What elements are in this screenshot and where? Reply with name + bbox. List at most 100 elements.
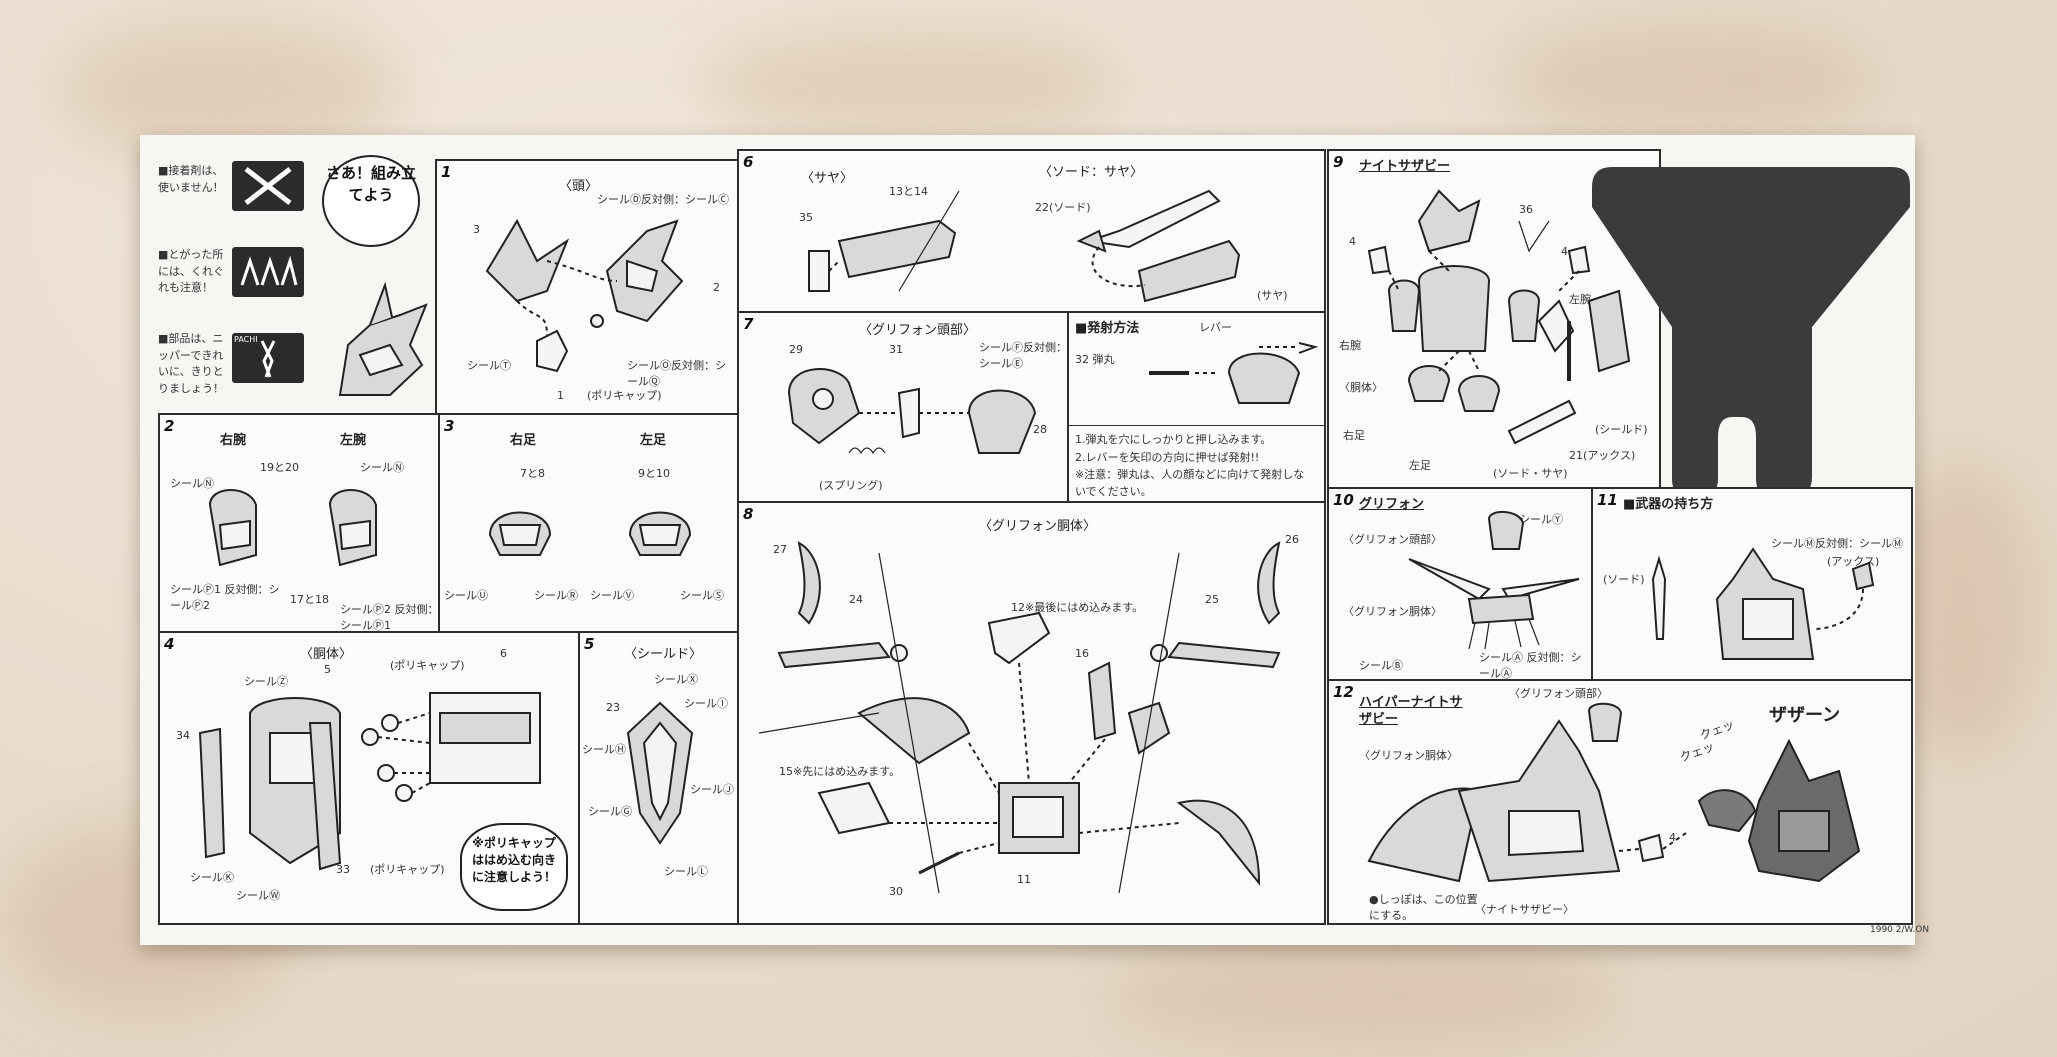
copyright: 1990 2/W.ON [1870, 925, 1930, 935]
head-parts-illustration [485, 218, 684, 373]
sword-label: (ソード・サヤ) [1493, 467, 1568, 480]
step-title: 〈胴体〉 [300, 647, 353, 662]
part-number: 24 [849, 593, 863, 606]
seal-label: シールⓌ [236, 889, 280, 902]
seal-label: シールⓀ [190, 871, 234, 884]
axe-label: 21(アックス) [1569, 449, 1636, 462]
hyper-knight-illustration [1367, 702, 1861, 883]
left-leg-title: 左足 [640, 433, 667, 448]
step-number: 11 [1597, 491, 1618, 509]
launch-step-2: 2.レバーを矢印の方向に押せば発射!! [1075, 451, 1260, 464]
part-number: 7と8 [520, 467, 545, 480]
step-1-head: 1 〈頭〉 シールⒹ反対側：シールⒸ 3 2 シールⓉ シールⓄ反対側：シールⓆ… [435, 159, 739, 415]
right-leg-title: 右足 [510, 433, 537, 448]
speech-bubble: さあ！組み立てよう [322, 155, 420, 247]
launch-step-1: 1.弾丸を穴にしっかりと押し込みます。 [1075, 433, 1272, 446]
part-number: 6 [500, 647, 507, 660]
polycap-note-bubble: ※ポリキャップははめ込む向きに注意しよう！ [460, 823, 568, 911]
step-number: 4 [164, 635, 175, 653]
griffon-head-label: 〈グリフォン頭部〉 [1343, 533, 1442, 546]
launch-method: ■発射方法 レバー 32 弾丸 1.弾丸を穴にしっかりと押し込みます。 2.レバ… [1067, 311, 1326, 505]
pachi-text: PACHI [234, 335, 258, 344]
right-arm-label: 右腕 [1339, 339, 1361, 352]
seal-label: シールⓅ2 反対側：シールⓅ1 [340, 603, 439, 632]
body-label: 〈胴体〉 [1339, 381, 1383, 394]
step-title: ハイパーナイトサザビー [1359, 695, 1463, 727]
right-leg-label: 右足 [1343, 429, 1365, 442]
seal-label: シールⓃ [360, 461, 404, 474]
body-parts-illustration [198, 692, 541, 871]
griffon-body-label: 〈グリフォン胴体〉 [1343, 605, 1442, 618]
part-number: 31 [889, 343, 903, 356]
seal-label: シールⒾ [684, 697, 728, 710]
step-7-griffon-head: 7 〈グリフォン頭部〉 29 31 シールⒻ反対側：シールⒺ 28 (スプリング… [737, 311, 1071, 505]
step-title: ■武器の持ち方 [1623, 497, 1714, 512]
part-number: 4 [1669, 831, 1676, 844]
shield-illustration [626, 701, 694, 845]
step-4-body: 4 〈胴体〉 シールⓏ 5 (ポリキャップ) 6 34 33 シールⓀ シールⓌ… [158, 631, 582, 925]
step-title: ナイトサザビー [1359, 159, 1451, 174]
step-title: 〈グリフォン頭部〉 [859, 323, 977, 338]
part-number: 26 [1285, 533, 1299, 546]
shield-label: (シールド) [1595, 423, 1648, 436]
seal-label: シールⓉ [467, 359, 511, 372]
part-number: 29 [789, 343, 803, 356]
weapon-holding-illustration [1651, 547, 1875, 660]
part-number: 23 [606, 701, 620, 714]
part-number: 27 [773, 543, 787, 556]
part-number: 11 [1017, 873, 1031, 886]
step-9-knight-sazabi: 9 ナイトサザビー 36 4 4 左腕 右腕 〈胴体〉 右足 左足 (シールド)… [1327, 149, 1661, 491]
step-6-sword: 6 〈サヤ〉 〈ソード：サヤ〉 35 13と14 22(ソード) (サヤ) [737, 149, 1326, 313]
part-number: 15※先にはめ込みます。 [779, 765, 901, 778]
step-title: 〈グリフォン胴体〉 [979, 519, 1097, 534]
step-number: 5 [584, 635, 595, 653]
seal-label: シールⓎ [1519, 513, 1563, 526]
seal-label: シールⓊ [444, 589, 488, 602]
warning-sharp: ■とがった所には、くれぐれも注意！ [158, 248, 224, 294]
seal-label: シールⓃ [170, 477, 214, 490]
launch-caution: ※注意：弾丸は、人の顔などに向けて発射しないでください。 [1075, 468, 1305, 498]
sword-saya-illustration [808, 189, 1241, 303]
saya-title: 〈サヤ〉 [801, 171, 854, 186]
step-title: 〈頭〉 [559, 179, 599, 194]
seal-label: シールⓁ [664, 865, 708, 878]
part-number: 17と18 [290, 593, 329, 606]
nipper-icon: PACHI [232, 333, 304, 383]
step-10-griffon: 10 グリフォン シールⓎ 〈グリフォン頭部〉 〈グリフォン胴体〉 シールⒷ シ… [1327, 487, 1593, 683]
step-title: 〈シールド〉 [624, 647, 703, 662]
seal-label: シールⒷ [1359, 659, 1403, 672]
no-glue-icon [232, 161, 304, 211]
launch-illustration [1149, 342, 1319, 404]
step-number: 10 [1333, 491, 1354, 509]
part-number: 9と10 [638, 467, 670, 480]
seal-label: シールⓂ反対側：シールⓂ [1771, 537, 1903, 550]
left-leg-label: 左足 [1409, 459, 1431, 472]
seal-label: シールⓄ反対側：シールⓆ [627, 359, 726, 388]
part-number: 30 [889, 885, 903, 898]
sword-label: (ソード) [1603, 573, 1645, 586]
seal-label: シールⒽ [582, 743, 626, 756]
part-number: 22(ソード) [1035, 201, 1091, 214]
step-number: 7 [743, 315, 754, 333]
right-arm-title: 右腕 [220, 433, 247, 448]
step-number: 12 [1333, 683, 1354, 701]
step-12-hyper-knight-sazabi: 12 ハイパーナイトサザビー 〈グリフォン頭部〉 〈グリフォン胴体〉 4 ●しっ… [1327, 679, 1913, 925]
seal-label: シールⒿ [690, 783, 734, 796]
griffon-assembled-illustration [1408, 511, 1580, 650]
cutout-shape [1592, 167, 1910, 497]
left-arm-title: 左腕 [340, 433, 367, 448]
knight-sazabi-exploded-illustration [1367, 189, 1631, 445]
griffon-body-label: 〈グリフォン胴体〉 [1359, 749, 1458, 762]
seal-label: シールⓏ [244, 675, 288, 688]
seal-label: シールⓅ1 反対側：シールⓅ2 [170, 583, 280, 612]
seal-label: シールⒹ反対側：シールⒸ [597, 193, 729, 206]
part-number: 28 [1033, 423, 1047, 436]
seal-label: シールⓈ [680, 589, 724, 602]
step-3-legs: 3 右足 左足 7と8 9と10 シールⓊ シールⓇ シールⓋ シールⓈ [438, 413, 739, 635]
knight-head-illustration [338, 281, 428, 396]
part-number: 16 [1075, 647, 1089, 660]
part-number: 5 [324, 663, 331, 676]
step-number: 6 [743, 153, 754, 171]
part-number: 2 [713, 281, 720, 294]
step-11-weapons: 11 ■武器の持ち方 シールⓂ反対側：シールⓂ (アックス) (ソード) [1591, 487, 1913, 683]
